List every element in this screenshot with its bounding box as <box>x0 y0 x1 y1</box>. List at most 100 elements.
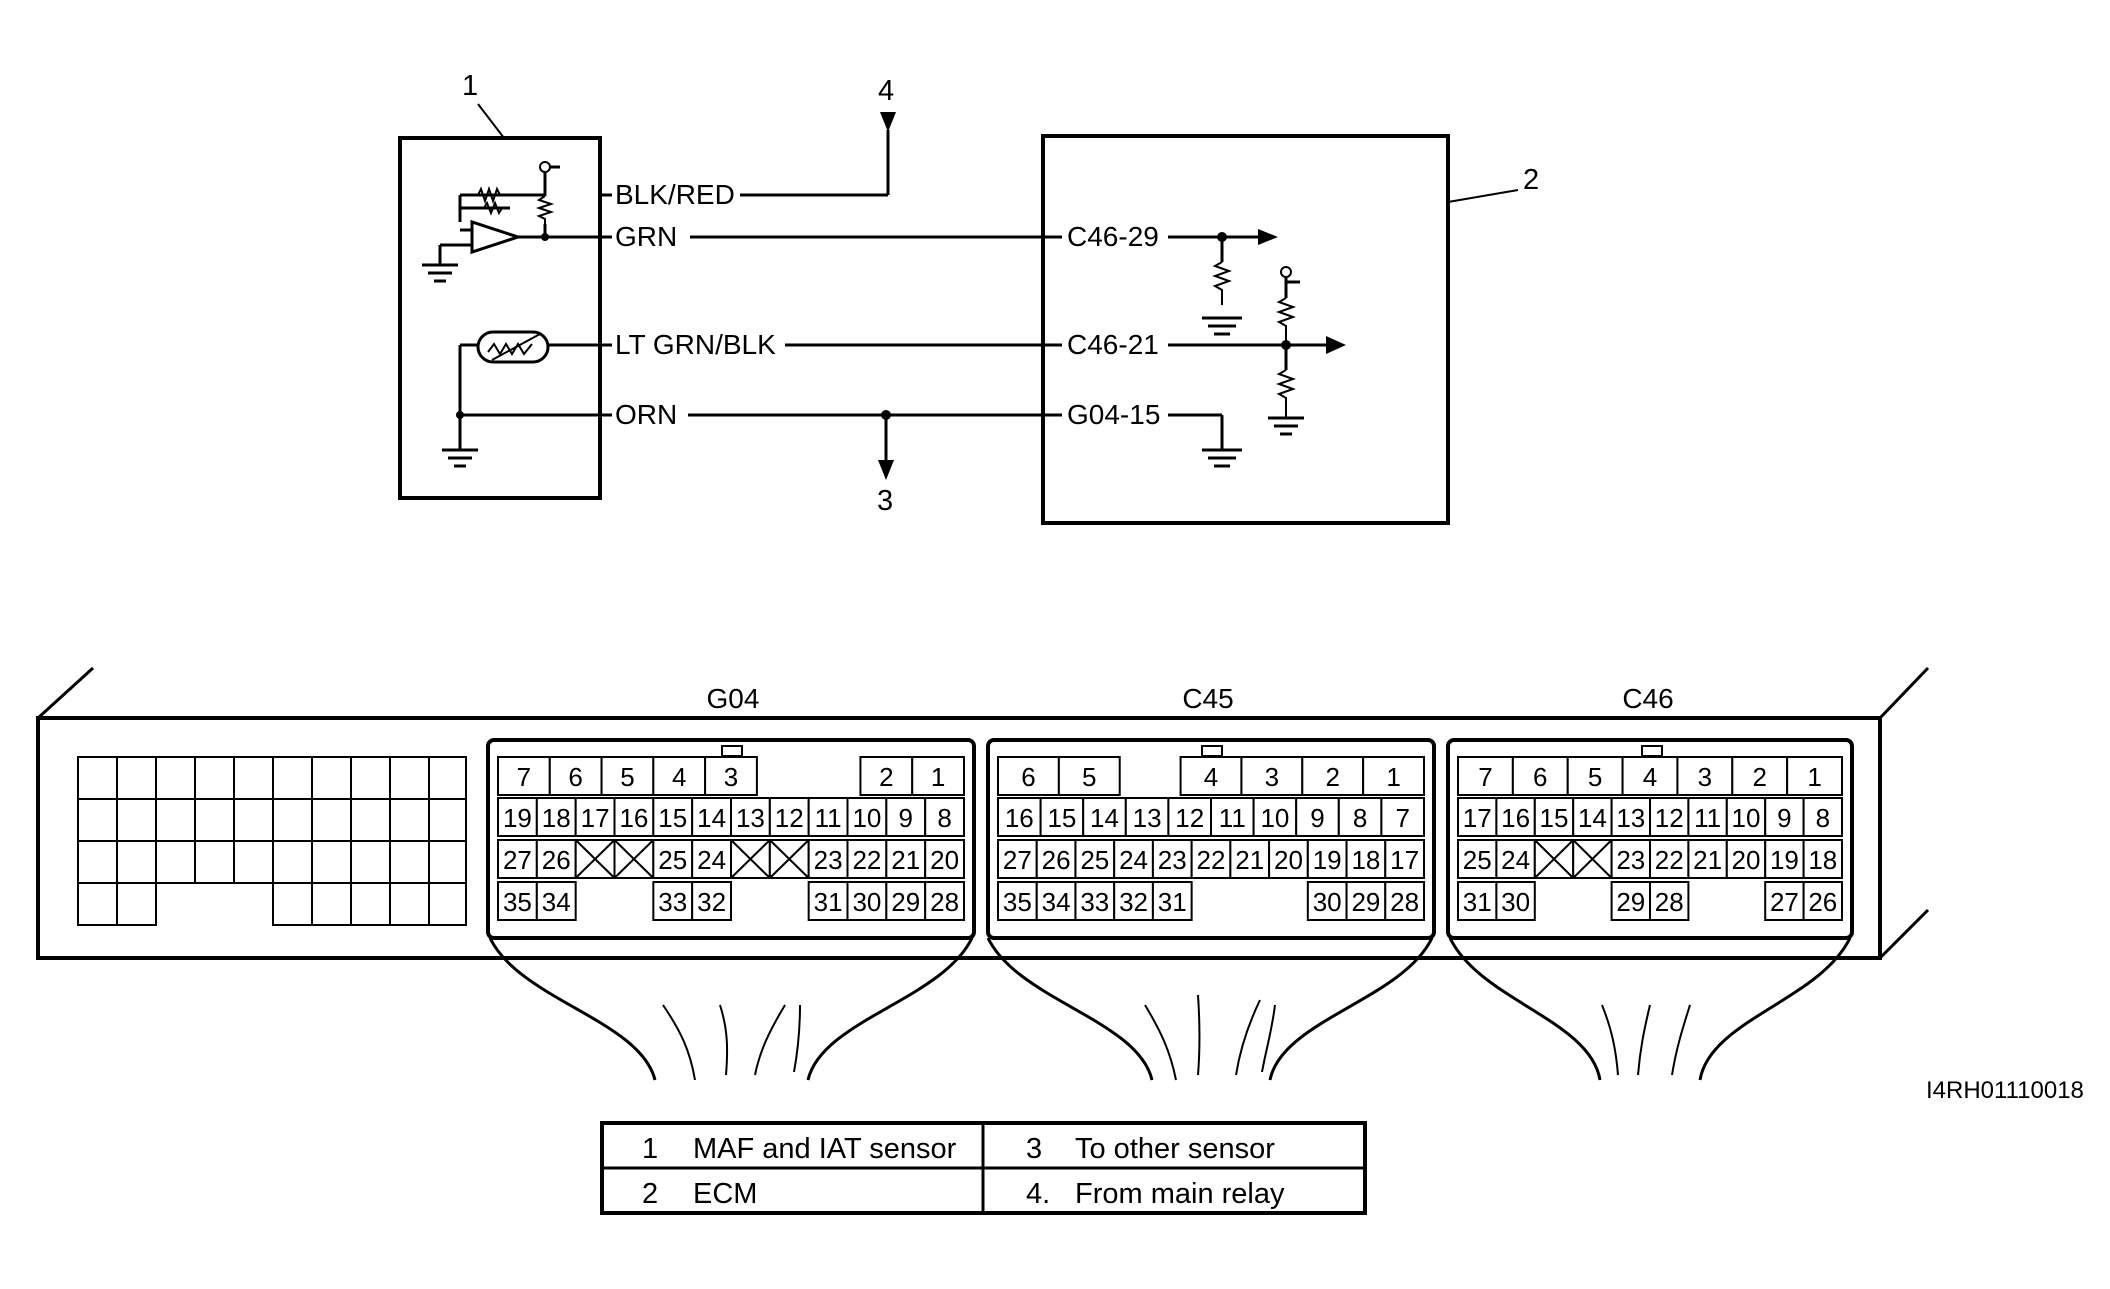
figure-code: I4RH01110018 <box>1926 1077 2084 1104</box>
pin-number: 24 <box>1119 845 1148 875</box>
pin-number: 20 <box>1732 845 1761 875</box>
ground-icon <box>1202 316 1242 336</box>
pin-cell <box>1457 756 1514 796</box>
pin-cell <box>1786 756 1843 796</box>
unused-cell <box>350 840 391 884</box>
pin-number: 4 <box>1204 762 1218 792</box>
connector-c46 <box>1446 738 1854 940</box>
connector-label-c45: C45 <box>1182 683 1233 714</box>
pin-cell <box>846 839 888 879</box>
unused-cell <box>428 798 467 842</box>
unused-cell <box>428 756 467 800</box>
pin-number: 29 <box>1351 887 1380 917</box>
unused-cell <box>194 798 235 842</box>
pin-number: 34 <box>1042 887 1071 917</box>
legend-text-1: MAF and IAT sensor <box>693 1133 957 1165</box>
unused-cell <box>116 882 157 926</box>
callout-4: 4 <box>878 75 894 107</box>
pin-number: 13 <box>1616 803 1645 833</box>
feedback-resistor-2-icon <box>478 200 508 216</box>
circuit-schematic: 1 2 <box>398 70 1539 525</box>
ecm-housing <box>36 716 1882 960</box>
ground-icon <box>1268 416 1304 436</box>
pin-cell <box>1676 756 1734 796</box>
legend-num-2: 2 <box>642 1178 658 1210</box>
amplifier-icon <box>470 219 523 255</box>
pin-number: 15 <box>658 803 687 833</box>
pin-number: 22 <box>852 845 881 875</box>
pin-number: 15 <box>1047 803 1076 833</box>
pin-number: 26 <box>542 845 571 875</box>
pin-cell <box>1725 797 1767 837</box>
callout-3: 3 <box>877 485 893 517</box>
pin-number: 27 <box>503 845 532 875</box>
unused-cell <box>311 756 352 800</box>
pin-number: 9 <box>899 803 913 833</box>
ground-icon <box>422 263 458 283</box>
legend-text-3: To other sensor <box>1075 1133 1275 1165</box>
pin-cell <box>1533 797 1575 837</box>
pin-number: 11 <box>1694 803 1721 833</box>
pin-number: 1 <box>931 762 945 792</box>
pin-number: 6 <box>1533 762 1547 792</box>
pin-cell <box>1151 881 1193 921</box>
pin-cell <box>885 881 927 921</box>
pin-number: 9 <box>1310 803 1324 833</box>
pin-cell <box>1240 756 1304 796</box>
pin-cell <box>1610 797 1651 837</box>
pin-number: 6 <box>568 762 582 792</box>
pin-cell <box>924 797 966 837</box>
unused-cell <box>233 798 274 842</box>
pin-cell <box>1384 839 1425 879</box>
pin-number: 14 <box>697 803 726 833</box>
pin-number: 10 <box>1260 803 1289 833</box>
pin-cell <box>1124 797 1170 837</box>
pin-cell <box>652 797 694 837</box>
pin-cell <box>807 797 849 837</box>
pin-number: 11 <box>1219 803 1246 833</box>
unused-cell <box>311 882 352 926</box>
callout-1: 1 <box>462 70 478 102</box>
pin-cell <box>1457 839 1498 879</box>
pin-number: 30 <box>1313 887 1342 917</box>
pin-number: 3 <box>1698 762 1712 792</box>
wire-harness <box>488 937 1852 1081</box>
pin-cell <box>1764 839 1805 879</box>
pin-number: 10 <box>1732 803 1761 833</box>
pin-number: 16 <box>1005 803 1034 833</box>
unused-cell <box>77 756 118 800</box>
pin-number: 2 <box>879 762 893 792</box>
unused-cell <box>77 882 118 926</box>
pin-cell <box>535 839 577 879</box>
pin-number: 33 <box>658 887 687 917</box>
terminal-c46-21: C46-21 <box>1067 329 1159 360</box>
pin-number: 33 <box>1080 887 1109 917</box>
pin-number: 3 <box>724 762 738 792</box>
pin-cell <box>997 797 1042 837</box>
unused-cell <box>155 756 196 800</box>
pin-cell <box>768 797 810 837</box>
pin-number: 19 <box>503 803 532 833</box>
pin-number: 8 <box>1816 803 1830 833</box>
pin-number: 18 <box>1808 845 1837 875</box>
pin-cell <box>1295 797 1340 837</box>
pin-number: 7 <box>517 762 531 792</box>
pin-cell <box>497 881 538 921</box>
unused-cell <box>389 756 430 800</box>
pin-number: 32 <box>1119 887 1148 917</box>
terminal-g04-15: G04-15 <box>1067 399 1160 430</box>
legend-text-4: From main relay <box>1075 1178 1285 1210</box>
pin-cell <box>1457 881 1498 921</box>
pin-cell <box>1495 881 1536 921</box>
wire-label-orn: ORN <box>615 399 677 430</box>
resistor-icon <box>1212 261 1232 305</box>
feedback-resistor-icon <box>470 185 508 205</box>
pin-cell <box>497 756 551 796</box>
pin-number: 16 <box>1501 803 1530 833</box>
pin-number: 1 <box>1807 762 1821 792</box>
pin-number: 3 <box>1265 762 1279 792</box>
pin-cell <box>997 756 1060 796</box>
pin-cell <box>1621 756 1679 796</box>
wire-label-grn: GRN <box>615 221 677 252</box>
pin-cell <box>807 881 849 921</box>
